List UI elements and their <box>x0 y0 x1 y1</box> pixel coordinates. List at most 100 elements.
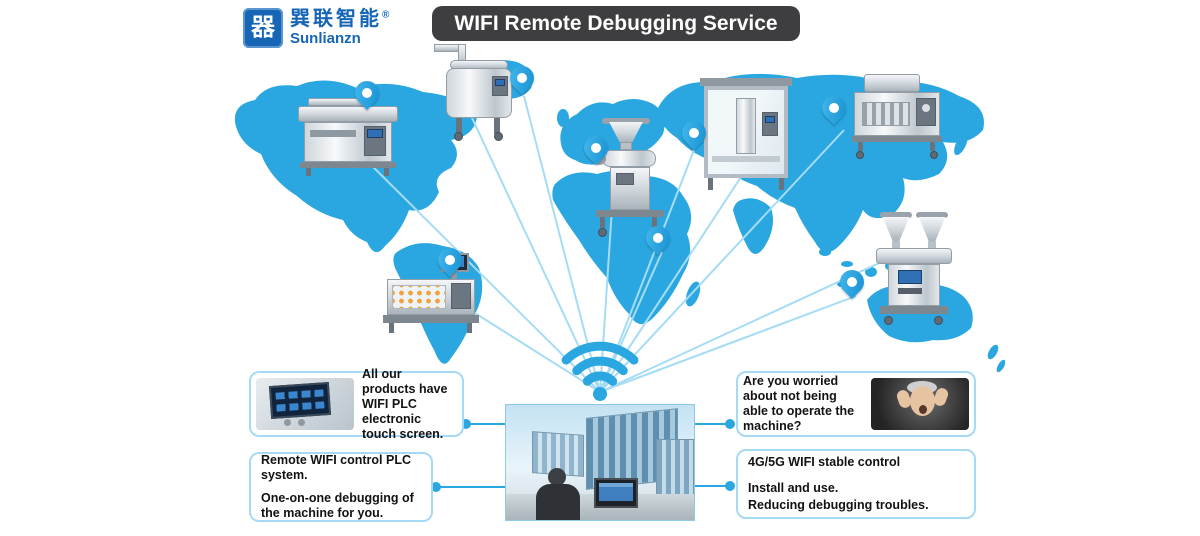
callout-worried-text: Are you worried about not being able to … <box>743 374 855 433</box>
machine-screen <box>495 79 505 86</box>
machine-screen <box>898 270 922 284</box>
machine-hopper <box>918 217 946 241</box>
machine-neck <box>620 142 632 150</box>
callout-stable-line2: Install and use. <box>748 481 839 495</box>
machine-wheel <box>930 151 938 159</box>
machine-collar <box>892 241 900 248</box>
machine-hopper <box>609 122 643 142</box>
machine-product-tray <box>392 285 446 309</box>
machine-top <box>298 106 398 122</box>
photo-person-body <box>536 484 580 520</box>
brand-logo-glyph: 器 <box>251 14 275 41</box>
worried-operator-photo <box>871 378 969 430</box>
machine-leg <box>858 142 863 151</box>
machine-base <box>852 136 942 142</box>
page-title: WIFI Remote Debugging Service <box>454 11 778 35</box>
callout-stable-control: 4G/5G WIFI stable control Install and us… <box>736 449 976 519</box>
brand-name-cn-text: 巽联智能 <box>290 8 382 31</box>
machine-buttons <box>898 288 922 294</box>
machine-control-panel <box>451 283 471 309</box>
machine-proofing-cabinet <box>700 78 792 192</box>
touchscreen-ui-row <box>276 401 325 412</box>
island-madagascar <box>685 281 701 307</box>
callout-products-text: All our products have WIFI PLC electroni… <box>362 366 448 441</box>
callout-stable-line1: 4G/5G WIFI stable control <box>748 455 901 469</box>
machine-wheel <box>934 316 943 325</box>
island-japan <box>954 132 968 156</box>
machine-hood <box>864 74 920 92</box>
location-pin-5 <box>817 91 851 125</box>
panel-button <box>284 419 291 426</box>
machine-shelf <box>712 156 780 162</box>
subcontinent-india <box>733 198 773 254</box>
machine-top-bar <box>700 78 792 86</box>
brand-logo: 器 巽联智能® Sunlianzn <box>243 8 389 48</box>
photo-mouth <box>919 405 927 414</box>
connector-dot <box>725 481 735 491</box>
island-java <box>841 261 853 267</box>
machine-leg <box>600 217 605 228</box>
machine-leg <box>384 168 389 176</box>
callout-remote-line1: Remote WIFI control PLC system. <box>261 453 411 482</box>
machine-leg <box>467 323 472 333</box>
machine-head <box>602 150 656 167</box>
machine-dough-sheeter <box>852 74 942 160</box>
connector-dot <box>725 419 735 429</box>
photo-person-head <box>548 468 566 486</box>
machine-head <box>876 248 952 264</box>
photo-building <box>656 439 694 495</box>
machine-base <box>383 315 479 323</box>
callout-worried: Are you worried about not being able to … <box>736 371 976 437</box>
panel-button <box>298 419 305 426</box>
photo-monitor <box>594 478 638 508</box>
photo-monitor-screen <box>599 483 633 501</box>
machine-tray-depositor <box>383 253 479 333</box>
machine-wheel <box>856 151 864 159</box>
brand-logo-mark-icon: 器 <box>243 8 283 48</box>
machine-leg <box>779 178 784 190</box>
location-pin-7 <box>835 265 869 299</box>
machine-base <box>596 210 664 217</box>
machine-control-panel <box>916 98 936 126</box>
machine-screen <box>367 129 383 138</box>
machine-inner-column <box>736 98 756 154</box>
machine-wheel <box>454 132 463 141</box>
machine-leg <box>930 142 935 151</box>
touchscreen-display <box>268 381 332 420</box>
remote-support-photo <box>505 404 695 521</box>
wifi-dot <box>593 387 607 401</box>
machine-leg <box>708 178 713 190</box>
machine-base <box>880 306 948 314</box>
machine-collar <box>928 241 936 248</box>
callout-products: All our products have WIFI PLC electroni… <box>249 367 464 441</box>
machine-leg <box>306 168 311 176</box>
touchscreen-photo <box>256 378 354 430</box>
machine-hopper <box>882 217 910 241</box>
callout-remote-line2: One-on-one debugging of the machine for … <box>261 491 414 520</box>
machine-wheel <box>884 316 893 325</box>
machine-tray-former <box>298 98 400 178</box>
island-new-zealand-north <box>987 344 999 360</box>
machine-knob <box>922 104 930 112</box>
island-new-zealand-south <box>996 359 1005 373</box>
island-sumatra <box>819 248 831 256</box>
machine-wheel <box>494 132 503 141</box>
brand-name-en: Sunlianzn <box>290 30 361 48</box>
machine-screen <box>765 116 775 123</box>
callout-remote-control: Remote WIFI control PLC system. One-on-o… <box>249 452 433 522</box>
wifi-arc-middle <box>572 356 628 376</box>
callout-stable-line3: Reducing debugging troubles. <box>748 498 929 512</box>
machine-base <box>300 162 396 168</box>
touchscreen-ui-row <box>275 389 324 400</box>
machine-wheel <box>598 228 607 237</box>
registered-mark: ® <box>382 9 390 21</box>
island-uk <box>557 109 569 127</box>
brand-name-cn: 巽联智能® <box>290 8 389 31</box>
machine-cooking-mixer <box>432 42 524 142</box>
wifi-icon <box>561 341 639 401</box>
machine-leg <box>389 323 394 333</box>
machine-rollers <box>862 102 910 126</box>
machine-slot <box>310 130 356 137</box>
title-banner: WIFI Remote Debugging Service <box>432 6 800 41</box>
